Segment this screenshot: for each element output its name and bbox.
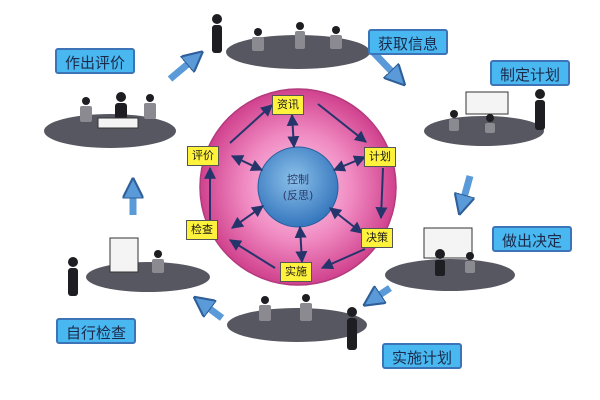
node-check: 检查 xyxy=(186,220,218,240)
inner-arrows xyxy=(230,113,367,264)
step-make-decision: 做出决定 xyxy=(492,226,573,252)
platform-bottom xyxy=(227,308,367,342)
center-label-line2: (反思) xyxy=(282,189,314,202)
step-get-information: 获取信息 xyxy=(368,29,449,55)
node-evaluation: 评价 xyxy=(187,146,219,166)
people-figures xyxy=(68,14,545,350)
platform-top-left xyxy=(44,114,176,148)
step-make-evaluation: 作出评价 xyxy=(55,48,136,74)
center-label-line1: 控制 xyxy=(287,173,309,186)
platform-bottom-right xyxy=(385,259,515,291)
node-implementation: 实施 xyxy=(280,262,312,282)
node-decision: 决策 xyxy=(361,228,393,248)
node-plan: 计划 xyxy=(364,147,396,167)
outer-cycle-arrows xyxy=(133,49,470,321)
node-cycle-arrows xyxy=(204,103,388,270)
step-implement-plan: 实施计划 xyxy=(382,343,463,369)
step-self-check: 自行检查 xyxy=(56,318,137,344)
center-label: 控制 (反思) xyxy=(262,172,334,204)
platform-top-right xyxy=(424,116,544,146)
node-info: 资讯 xyxy=(272,95,304,115)
platform-bottom-left xyxy=(86,262,210,292)
step-make-plan: 制定计划 xyxy=(490,60,571,86)
